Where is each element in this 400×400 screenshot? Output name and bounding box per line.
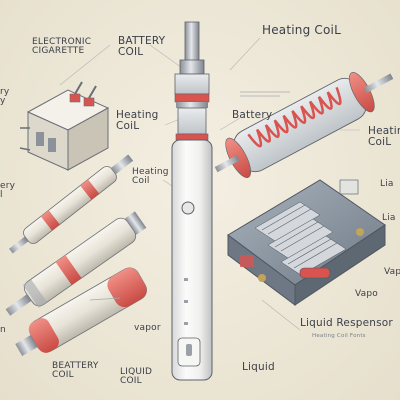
label-right-edge-lia: Lia — [380, 179, 394, 189]
label-left-edge-bottom: n — [0, 325, 6, 335]
leader-lines — [59, 37, 360, 331]
label-left-edge-mid: ery l — [0, 181, 16, 201]
label-liquid-responsor: Liquid Respensor — [300, 317, 393, 329]
e-cigarette-illustration — [171, 21, 213, 381]
label-electronic: ELECTRONIC — [32, 37, 92, 47]
label-heating-coil-right: Heating CoiL — [368, 125, 400, 149]
label-liquid-coil-1: LIQUID — [120, 367, 153, 377]
label-heating-coil-left: Heating CoiL — [116, 109, 159, 133]
label-left-edge-mid-1: ery — [0, 181, 16, 191]
label-heating-right-2: CoiL — [368, 136, 392, 149]
heating-coil-tube-illustration — [214, 72, 394, 178]
label-battery-coil-top: BATTERY COIL — [118, 35, 166, 59]
label-liquid-responsor-sub: Heating Coil Fonts — [312, 333, 366, 339]
label-beattery-coil-2: COIL — [52, 370, 74, 381]
label-coil-word: COIL — [118, 46, 144, 59]
decorative-text-lines — [89, 91, 290, 301]
label-heating-right-1: Heating — [368, 125, 400, 137]
label-right-edge-vap: Vap — [384, 267, 400, 277]
label-battery-mid: Battery — [232, 109, 273, 121]
cylinder-2-illustration — [5, 211, 147, 316]
cylinder-1-illustration — [9, 154, 134, 254]
label-left-edge-top: ry y — [0, 87, 10, 107]
label-left-edge-top-2: y — [0, 96, 6, 107]
label-liquid-coil-2: COIL — [120, 376, 142, 387]
label-heating-left-1: Heating — [116, 109, 159, 121]
label-heating-center-2: Coil — [132, 176, 150, 187]
label-heating-left-2: CoiL — [116, 120, 140, 133]
label-heating-coil-top: Heating CoiL — [262, 23, 341, 37]
label-left-edge-top-1: ry — [0, 87, 10, 97]
label-cigarette: CIGARETTE — [32, 46, 85, 57]
label-left-edge-mid-2: l — [0, 190, 3, 201]
label-liquid-coil: LIQUID COIL — [120, 367, 153, 387]
label-heating-coil-center: Heating Coil — [132, 167, 169, 187]
cartridge-block-illustration — [19, 81, 110, 171]
label-beattery-coil: BEATTERY COIL — [52, 361, 99, 381]
label-heating-center-1: Heating — [132, 167, 169, 177]
label-electronic-cigarette: ELECTRONIC CIGARETTE — [32, 37, 92, 57]
label-right-edge-lia-2: Lia — [382, 213, 396, 223]
circuit-board-illustration — [227, 179, 386, 306]
label-vapor: vapor — [134, 323, 161, 333]
label-beattery: BEATTERY — [52, 361, 99, 371]
cylinder-3-illustration — [15, 267, 147, 357]
label-liquid-bottom: Liquid — [242, 361, 275, 373]
label-battery-word: BATTERY — [118, 35, 166, 47]
label-vapo: Vapo — [355, 289, 378, 299]
